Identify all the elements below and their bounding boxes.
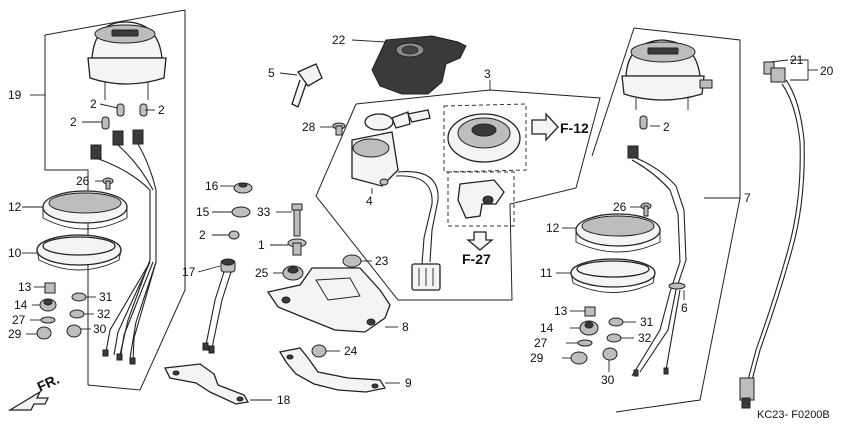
callout-26: 26 bbox=[613, 200, 627, 214]
callout-32: 32 bbox=[638, 331, 652, 345]
callout-23: 23 bbox=[375, 254, 389, 268]
callout-2: 2 bbox=[90, 97, 97, 111]
right-meter-assembly: 7 2 6 26 12 bbox=[530, 27, 751, 413]
callout-33: 33 bbox=[257, 205, 271, 219]
callout-10: 10 bbox=[8, 246, 22, 260]
reference-f12: F-12 bbox=[560, 120, 589, 136]
bulb-icon bbox=[101, 103, 148, 130]
callout-29: 29 bbox=[8, 327, 22, 341]
callout-22: 22 bbox=[332, 33, 346, 47]
key-icon: 5 bbox=[268, 63, 323, 108]
callout-14: 14 bbox=[540, 321, 554, 335]
callout-27: 27 bbox=[12, 313, 26, 327]
callout-9: 9 bbox=[405, 376, 412, 390]
callout-30: 30 bbox=[601, 373, 615, 387]
callout-12: 12 bbox=[546, 221, 560, 235]
callout-4: 4 bbox=[366, 194, 373, 208]
callout-14: 14 bbox=[14, 298, 28, 312]
callout-30: 30 bbox=[93, 322, 107, 336]
screw-icon bbox=[102, 177, 114, 190]
callout-19: 19 bbox=[8, 88, 22, 102]
reference-f27: F-27 bbox=[462, 251, 491, 267]
callout-20: 20 bbox=[820, 64, 834, 78]
callout-25: 25 bbox=[255, 266, 269, 280]
callout-13: 13 bbox=[18, 280, 32, 294]
callout-18: 18 bbox=[277, 393, 291, 407]
ignition-switch-assembly: 3 28 4 F-12 F-27 bbox=[302, 67, 601, 301]
callout-7: 7 bbox=[744, 191, 751, 205]
callout-5: 5 bbox=[268, 66, 275, 80]
bracket-8: 8 bbox=[266, 267, 409, 334]
front-direction-arrow: FR. bbox=[7, 371, 62, 411]
callout-31: 31 bbox=[640, 315, 654, 329]
callout-15: 15 bbox=[196, 205, 210, 219]
callout-2: 2 bbox=[70, 115, 77, 129]
callout-12: 12 bbox=[8, 200, 22, 214]
callout-31: 31 bbox=[99, 290, 113, 304]
callout-24: 24 bbox=[344, 344, 358, 358]
callout-21: 21 bbox=[790, 53, 804, 67]
center-small-parts: 16 15 2 17 33 1 25 23 bbox=[182, 179, 389, 358]
callout-28: 28 bbox=[302, 120, 316, 134]
callout-3: 3 bbox=[484, 67, 491, 81]
callout-6: 6 bbox=[681, 301, 688, 315]
speedometer-cable: 21 20 bbox=[739, 53, 834, 409]
callout-2: 2 bbox=[199, 228, 206, 242]
bracket-9: 9 bbox=[278, 347, 412, 393]
callout-32: 32 bbox=[97, 307, 111, 321]
front-label: FR. bbox=[35, 371, 62, 395]
callout-26: 26 bbox=[76, 174, 90, 188]
cover-22: 22 bbox=[332, 33, 467, 95]
callout-8: 8 bbox=[402, 320, 409, 334]
bracket-18: 18 bbox=[164, 363, 291, 407]
callout-27: 27 bbox=[534, 336, 548, 350]
callout-16: 16 bbox=[205, 179, 219, 193]
callout-1: 1 bbox=[258, 238, 265, 252]
callout-11: 11 bbox=[540, 266, 553, 280]
callout-13: 13 bbox=[554, 304, 568, 318]
diagram-code: KC23- F0200B bbox=[757, 409, 830, 421]
callout-2: 2 bbox=[663, 120, 670, 134]
callout-29: 29 bbox=[530, 351, 544, 365]
left-meter-assembly: 19 2 2 2 26 12 10 13 14 27 29 31 32 30 bbox=[8, 9, 186, 391]
callout-2: 2 bbox=[158, 103, 165, 117]
callout-17: 17 bbox=[182, 265, 196, 279]
